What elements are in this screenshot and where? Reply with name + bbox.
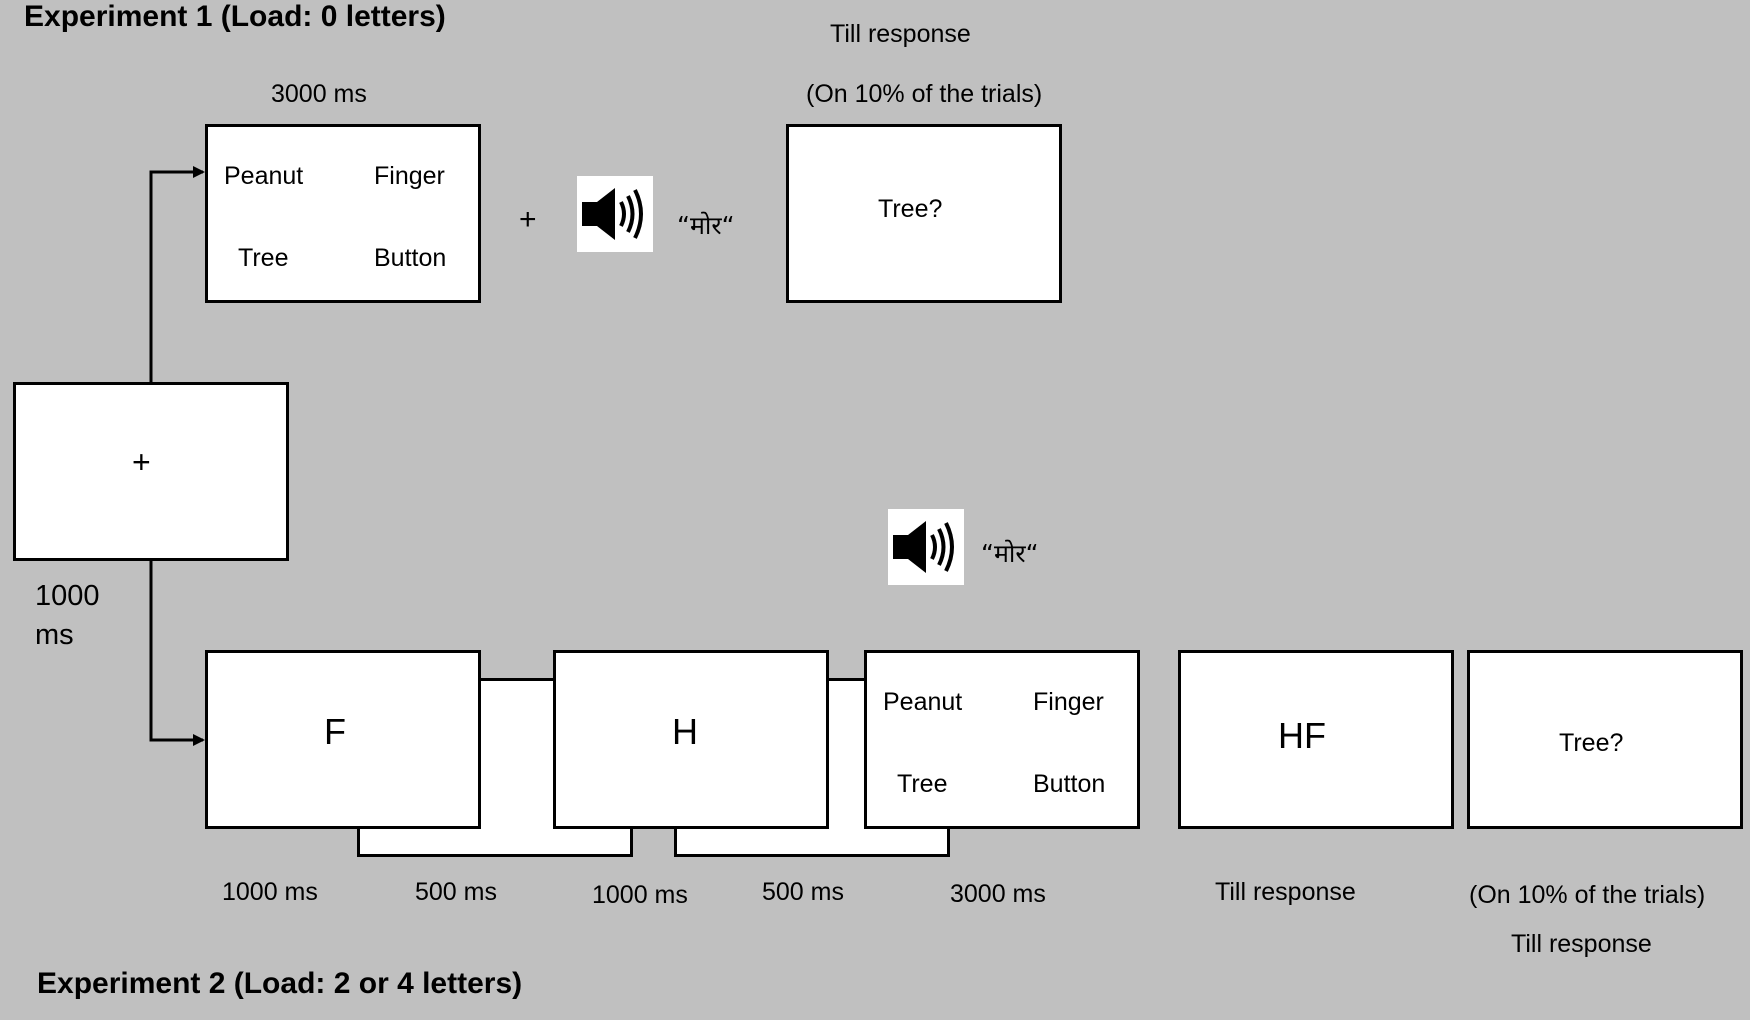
- word-item: Button: [374, 244, 447, 272]
- memory-letter: H: [672, 711, 698, 752]
- plus-symbol: +: [519, 203, 537, 236]
- recall-text: HF: [1278, 715, 1326, 756]
- speaker-sound-icon: [577, 176, 653, 252]
- exp2-word-display: Peanut Finger Tree Button: [864, 650, 1140, 829]
- probe-text: Tree?: [878, 195, 943, 223]
- timing-label: 500 ms: [762, 878, 844, 906]
- exp1-audio-word: “मोर“: [677, 211, 735, 240]
- word-item: Peanut: [224, 162, 304, 190]
- word-item: Tree: [897, 770, 948, 798]
- speaker-sound-icon: [888, 509, 964, 585]
- exp2-probe-duration: Till response: [1511, 930, 1652, 958]
- arrow-to-exp2: [149, 559, 205, 746]
- memory-letter: F: [324, 711, 346, 752]
- timing-label: 500 ms: [415, 878, 497, 906]
- probe-text: Tree?: [1559, 729, 1624, 757]
- exp2-title: Experiment 2 (Load: 2 or 4 letters): [37, 967, 523, 1000]
- exp1-word-display: Peanut Finger Tree Button: [205, 124, 481, 303]
- recall-duration: Till response: [1215, 878, 1356, 906]
- fixation-display: +: [13, 382, 289, 561]
- word-item: Finger: [374, 162, 445, 190]
- exp1-probe-display: Tree?: [786, 124, 1062, 303]
- word-item: Peanut: [883, 688, 963, 716]
- fixation-duration-value: 1000: [35, 580, 100, 612]
- fixation-cross: +: [132, 444, 151, 480]
- exp2-probe-display: Tree?: [1467, 650, 1743, 829]
- letter-display-1: F: [205, 650, 481, 829]
- word-item: Tree: [238, 244, 289, 272]
- fixation-duration-unit: ms: [35, 619, 74, 651]
- exp1-probe-frequency: (On 10% of the trials): [806, 80, 1043, 108]
- timing-label: 3000 ms: [950, 880, 1046, 908]
- exp1-title: Experiment 1 (Load: 0 letters): [24, 0, 446, 33]
- timing-label: 1000 ms: [222, 878, 318, 906]
- word-item: Button: [1033, 770, 1106, 798]
- exp2-audio-word: “मोर“: [981, 539, 1039, 568]
- exp1-probe-duration: Till response: [830, 20, 971, 48]
- recall-display: HF: [1178, 650, 1454, 829]
- exp2-probe-frequency: (On 10% of the trials): [1469, 881, 1706, 909]
- letter-display-2: H: [553, 650, 829, 829]
- timing-label: 1000 ms: [592, 881, 688, 909]
- exp1-word-duration: 3000 ms: [271, 80, 367, 108]
- arrow-to-exp1: [149, 166, 205, 384]
- word-item: Finger: [1033, 688, 1104, 716]
